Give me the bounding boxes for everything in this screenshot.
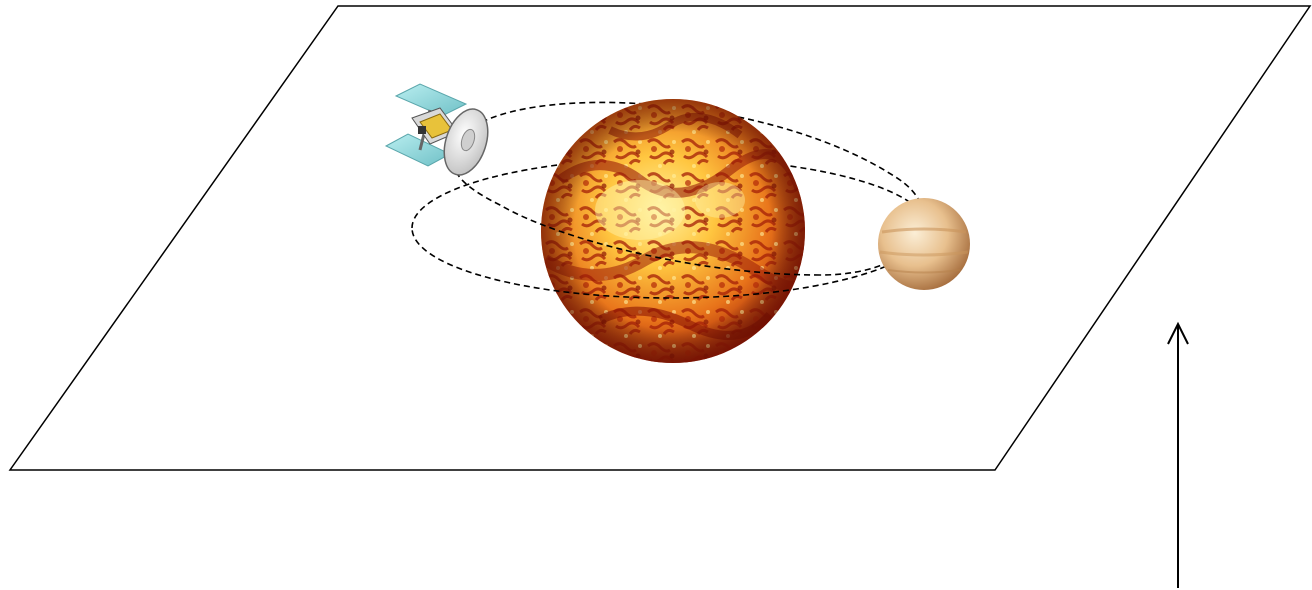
planet xyxy=(878,198,970,290)
view-direction-arrow xyxy=(1168,324,1188,588)
